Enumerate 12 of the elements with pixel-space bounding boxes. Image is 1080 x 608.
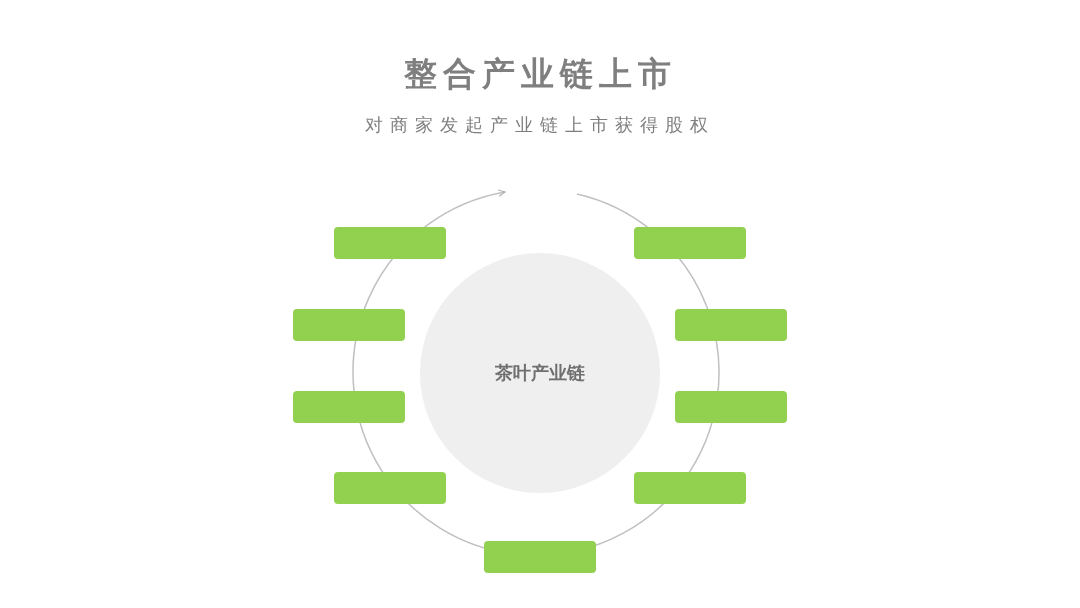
label-box	[293, 309, 405, 341]
label-box	[293, 391, 405, 423]
label-box	[634, 227, 746, 259]
label-box	[634, 472, 746, 504]
label-box	[675, 309, 787, 341]
label-box	[334, 227, 446, 259]
subtitle: 对商家发起产业链上市获得股权	[365, 114, 715, 135]
node-label: 茶叶产业链	[495, 361, 585, 385]
label-box	[334, 472, 446, 504]
label-box	[484, 541, 596, 573]
label-box	[675, 391, 787, 423]
title: 整合产业链上市	[403, 54, 677, 93]
